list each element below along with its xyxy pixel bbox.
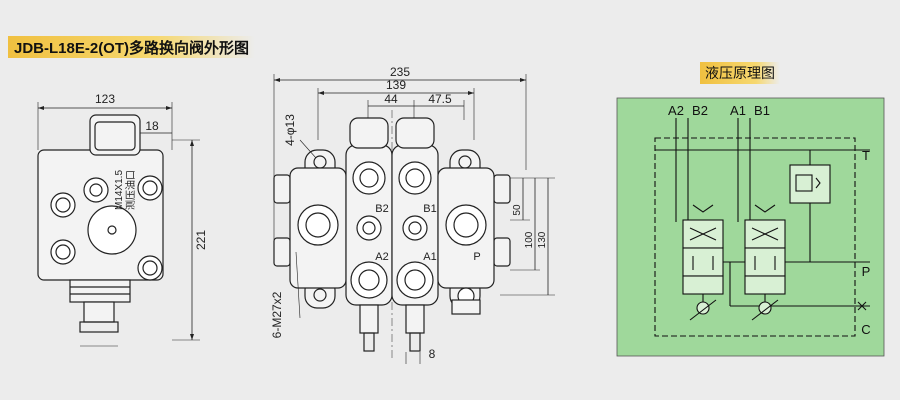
front-dim-44: 44 (384, 92, 398, 106)
schematic-port-a2: A2 (668, 103, 684, 118)
front-port-a1: A1 (423, 251, 436, 263)
schematic-port-a1: A1 (730, 103, 746, 118)
front-port-p: P (473, 251, 480, 263)
hydraulic-schematic (616, 97, 885, 357)
side-view (37, 102, 200, 347)
side-dim-small: 18 (145, 119, 159, 133)
hydraulic-title: 液压原理图 (700, 62, 780, 84)
front-dim-130: 130 (537, 231, 548, 248)
front-dim-50: 50 (512, 204, 523, 216)
front-port-b1: B1 (423, 203, 436, 215)
side-port-label: 测压油口 (124, 170, 137, 210)
side-dim-height: 221 (194, 230, 208, 250)
schematic-port-t: T (862, 148, 870, 163)
side-dim-width: 123 (95, 92, 115, 106)
schematic-port-c: C (861, 322, 870, 337)
front-port-b2: B2 (375, 203, 388, 215)
front-dim-8: 8 (429, 347, 436, 361)
front-dim-100: 100 (524, 231, 535, 248)
front-dim-47-5: 47.5 (428, 92, 452, 106)
front-view (273, 74, 555, 364)
front-dim-139: 139 (386, 78, 406, 92)
schematic-port-b2: B2 (692, 103, 708, 118)
schematic-port-p: P (862, 264, 871, 279)
schematic-port-b1: B1 (754, 103, 770, 118)
front-hole-label: 4-φ13 (283, 114, 297, 146)
front-thread-label: 6-M27x2 (270, 291, 284, 338)
diagram-title: JDB-L18E-2(OT)多路换向阀外形图 (8, 36, 256, 58)
front-dim-total: 235 (390, 65, 410, 79)
front-port-a2: A2 (375, 251, 388, 263)
side-thread-label: M14X1.5 (114, 170, 125, 210)
